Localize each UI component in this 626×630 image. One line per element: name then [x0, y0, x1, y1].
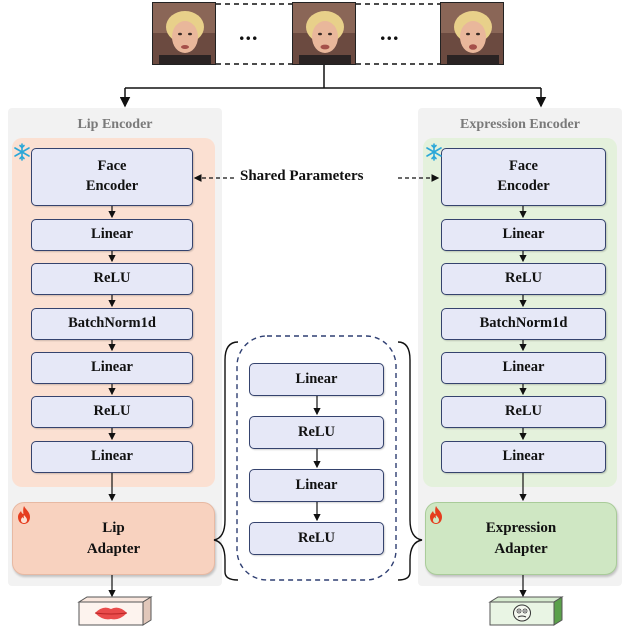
lip-layer-linear-2: Linear [31, 352, 193, 384]
lip-layer-relu-1: ReLU [31, 263, 193, 295]
adapter-detail-relu-2: ReLU [249, 522, 384, 555]
lip-layer-relu-2: ReLU [31, 396, 193, 428]
expression-encoder-title: Expression Encoder [460, 117, 580, 132]
adapter-detail-linear-1: Linear [249, 363, 384, 396]
lip-fire-icon [18, 506, 30, 524]
frames-ellipsis-right: ... [380, 20, 400, 45]
lip-layer-linear-3: Linear [31, 441, 193, 473]
expression-snowflake-icon [426, 143, 442, 161]
expression-layer-linear-2: Linear [441, 352, 606, 384]
expression-fire-icon [430, 506, 442, 524]
adapter-detail-relu-1: ReLU [249, 416, 384, 449]
expression-adapter: Expression Adapter [425, 502, 617, 575]
video-frame-1 [152, 2, 216, 65]
video-frame-3 [440, 2, 504, 65]
lip-adapter: Lip Adapter [12, 502, 215, 575]
expression-output-face-icon [488, 596, 564, 626]
expression-layer-relu-2: ReLU [441, 396, 606, 428]
shared-parameters-label: Shared Parameters [240, 168, 364, 184]
lip-encoder-title: Lip Encoder [77, 117, 153, 132]
expression-face-encoder: Face Encoder [441, 148, 606, 206]
expression-layer-relu-1: ReLU [441, 263, 606, 295]
lip-layer-linear-1: Linear [31, 219, 193, 251]
expression-layer-linear-1: Linear [441, 219, 606, 251]
lip-layer-batchnorm: BatchNorm1d [31, 308, 193, 340]
video-frame-2 [292, 2, 356, 65]
expression-layer-batchnorm: BatchNorm1d [441, 308, 606, 340]
expression-layer-linear-3: Linear [441, 441, 606, 473]
frames-ellipsis-left: ... [239, 20, 259, 45]
adapter-detail-linear-2: Linear [249, 469, 384, 502]
lip-face-encoder: Face Encoder [31, 148, 193, 206]
lip-output-lips-icon [77, 596, 153, 626]
lip-snowflake-icon [14, 143, 30, 161]
